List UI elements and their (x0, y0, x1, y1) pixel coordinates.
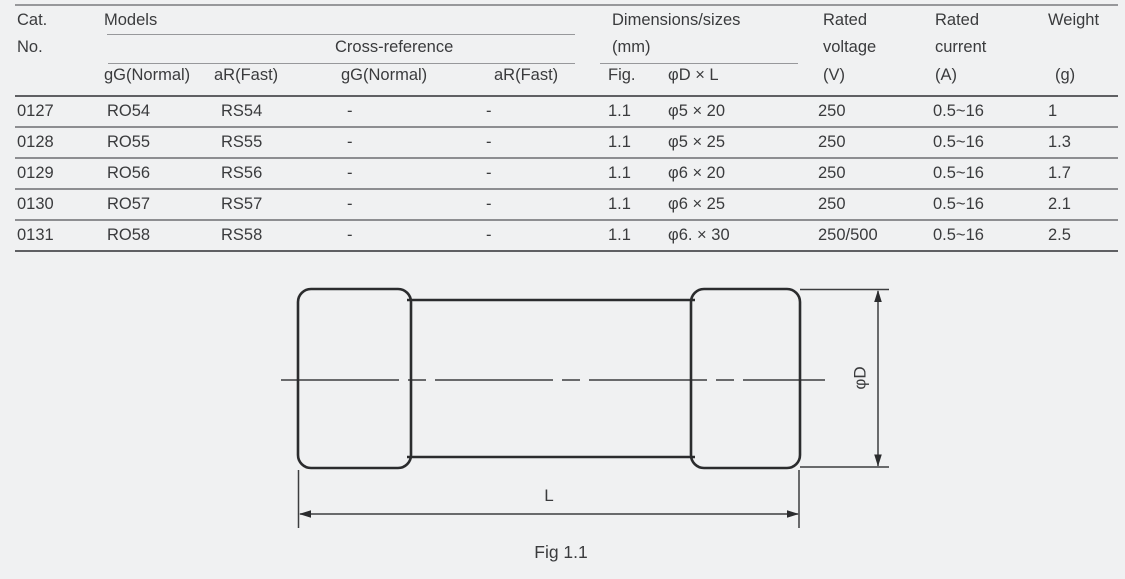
cell-model-ar: RS58 (221, 226, 263, 244)
subheader-fig: Fig. (608, 66, 636, 84)
subheader-d-x-l: φD × L (668, 66, 719, 84)
cell-current: 0.5~16 (933, 102, 984, 120)
fuse-left-end-cap (296, 287, 413, 470)
cell-model-gg: RO55 (107, 133, 151, 151)
figure-caption: Fig 1.1 (534, 542, 588, 562)
subheader-weight-unit: (g) (1055, 66, 1076, 84)
table-row: 0130 RO57 RS57 - - 1.1 φ6 × 25 250 0.5~1… (15, 190, 1118, 221)
cell-voltage: 250/500 (818, 226, 878, 244)
subheader-cross-ar: aR(Fast) (494, 66, 559, 84)
cell-cross-ar: - (486, 164, 492, 182)
cell-model-ar: RS55 (221, 133, 263, 151)
cell-cross-ar: - (486, 133, 492, 151)
cell-model-ar: RS54 (221, 102, 263, 120)
cell-cross-gg: - (347, 133, 353, 151)
arrow-right-icon (787, 510, 799, 518)
cell-voltage: 250 (818, 164, 846, 182)
header-cat-line1: Cat. (17, 11, 48, 29)
cell-current: 0.5~16 (933, 133, 984, 151)
cell-cross-gg: - (347, 164, 353, 182)
cell-weight: 2.1 (1048, 195, 1071, 213)
table-header: Cat. Models Dimensions/sizes Rated Rated… (15, 4, 1118, 97)
cross-reference-underline (108, 63, 575, 64)
cell-cat-no: 0129 (17, 164, 54, 182)
cell-cat-no: 0131 (17, 226, 54, 244)
cell-current: 0.5~16 (933, 226, 984, 244)
cell-voltage: 250 (818, 195, 846, 213)
cell-d-x-l: φ6. × 30 (668, 226, 730, 244)
arrow-up-icon (874, 290, 882, 302)
table-row: 0127 RO54 RS54 - - 1.1 φ5 × 20 250 0.5~1… (15, 97, 1118, 128)
diameter-label: φD (850, 366, 869, 389)
cell-d-x-l: φ6 × 20 (668, 164, 726, 182)
cell-voltage: 250 (818, 133, 846, 151)
header-models-group: Models (104, 11, 158, 29)
cell-model-gg: RO57 (107, 195, 151, 213)
cell-cat-no: 0127 (17, 102, 54, 120)
header-rated-voltage-line1: Rated (823, 11, 868, 29)
subheader-voltage-unit: (V) (823, 66, 845, 84)
header-weight-line1: Weight (1048, 11, 1100, 29)
cell-fig: 1.1 (608, 133, 631, 151)
cell-weight: 1 (1048, 102, 1058, 120)
cell-weight: 1.3 (1048, 133, 1071, 151)
fuse-dimension-diagram: φD L Fig 1.1 (281, 287, 889, 562)
table-row: 0128 RO55 RS55 - - 1.1 φ5 × 25 250 0.5~1… (15, 128, 1118, 159)
header-dimensions-line1: Dimensions/sizes (612, 11, 741, 29)
cell-model-gg: RO56 (107, 164, 151, 182)
dimensions-group-underline (600, 63, 798, 64)
cell-cross-gg: - (347, 195, 353, 213)
header-rated-current-line1: Rated (935, 11, 980, 29)
fuse-right-end-cap (689, 287, 802, 470)
cell-current: 0.5~16 (933, 195, 984, 213)
header-dimensions-line2: (mm) (612, 38, 651, 56)
cell-cross-ar: - (486, 226, 492, 244)
cell-fig: 1.1 (608, 226, 631, 244)
subheader-current-unit: (A) (935, 66, 957, 84)
length-label: L (544, 486, 553, 505)
header-cross-reference-group: Cross-reference (335, 38, 454, 56)
cell-cat-no: 0130 (17, 195, 54, 213)
fuse-spec-table: Cat. Models Dimensions/sizes Rated Rated… (15, 4, 1118, 252)
cell-cross-gg: - (347, 102, 353, 120)
cell-fig: 1.1 (608, 164, 631, 182)
cell-fig: 1.1 (608, 195, 631, 213)
cell-fig: 1.1 (608, 102, 631, 120)
cell-model-gg: RO58 (107, 226, 151, 244)
cell-voltage: 250 (818, 102, 846, 120)
cell-cat-no: 0128 (17, 133, 54, 151)
cell-d-x-l: φ5 × 20 (668, 102, 726, 120)
subheader-models-gg: gG(Normal) (104, 66, 191, 84)
arrow-down-icon (874, 454, 882, 467)
cell-weight: 2.5 (1048, 226, 1071, 244)
header-rated-voltage-line2: voltage (823, 38, 877, 56)
cell-d-x-l: φ5 × 25 (668, 133, 726, 151)
cell-cross-ar: - (486, 195, 492, 213)
models-group-underline (107, 34, 575, 35)
cell-cross-gg: - (347, 226, 353, 244)
cell-current: 0.5~16 (933, 164, 984, 182)
cell-cross-ar: - (486, 102, 492, 120)
header-cat-line2: No. (17, 38, 43, 56)
subheader-models-ar: aR(Fast) (214, 66, 279, 84)
cell-model-ar: RS56 (221, 164, 263, 182)
table-row: 0129 RO56 RS56 - - 1.1 φ6 × 20 250 0.5~1… (15, 159, 1118, 190)
arrow-left-icon (299, 510, 311, 518)
cell-d-x-l: φ6 × 25 (668, 195, 726, 213)
subheader-cross-gg: gG(Normal) (341, 66, 428, 84)
cell-weight: 1.7 (1048, 164, 1071, 182)
header-rated-current-line2: current (935, 38, 987, 56)
cell-model-ar: RS57 (221, 195, 263, 213)
cell-model-gg: RO54 (107, 102, 151, 120)
table-row: 0131 RO58 RS58 - - 1.1 φ6. × 30 250/500 … (15, 221, 1118, 252)
